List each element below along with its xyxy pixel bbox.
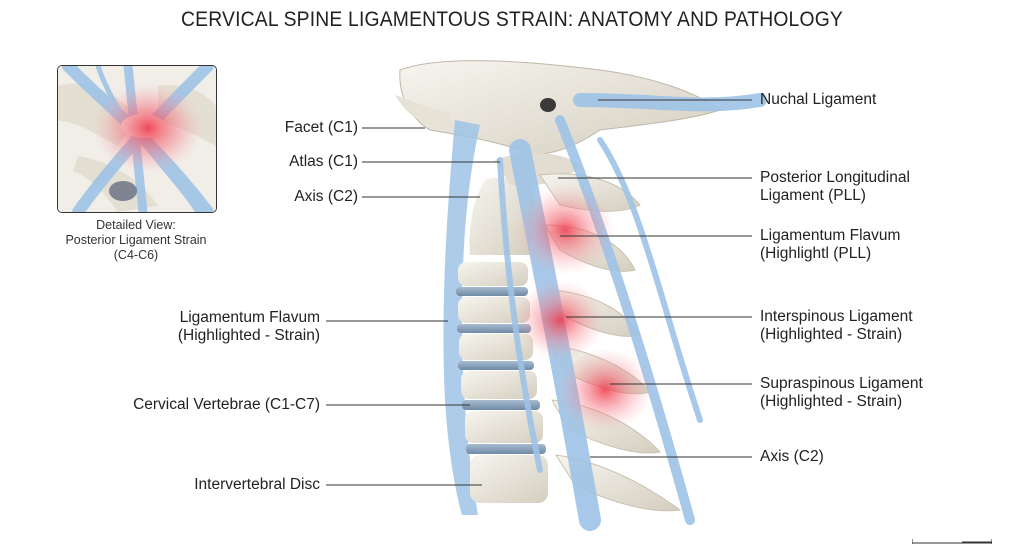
scale-bar — [912, 539, 992, 544]
label-intervertebral-disc: Intervertebral Disc — [194, 476, 320, 493]
strain-highlights — [515, 185, 653, 432]
label-axis-c2-right: Axis (C2) — [760, 448, 824, 465]
label-facet-c1: Facet (C1) — [284, 119, 358, 136]
page-title: CERVICAL SPINE LIGAMENTOUS STRAIN: ANATO… — [181, 8, 843, 31]
label-axis-c2-left: Axis (C2) — [294, 188, 358, 205]
label-nuchal-ligament: Nuchal Ligament — [760, 91, 877, 108]
label-cervical-vertebrae: Cervical Vertebrae (C1-C7) — [133, 396, 320, 413]
label-posterior-longitudinal-ligament: Posterior Longitudinal Ligament (PLL) — [760, 169, 910, 204]
inset-caption: Detailed View: Posterior Ligament Strain… — [65, 218, 207, 262]
skull-base — [395, 60, 722, 155]
label-atlas-c1: Atlas (C1) — [289, 153, 358, 170]
leader-lines-right — [558, 99, 752, 458]
label-interspinous-ligament: Interspinous Ligament (Highlighted - Str… — [760, 308, 913, 343]
leader-lines-left — [326, 127, 500, 486]
label-supraspinous-ligament: Supraspinous Ligament (Highlighted - Str… — [760, 375, 923, 410]
detail-inset — [57, 65, 217, 213]
label-ligamentum-flavum-right: Ligamentum Flavum (Highlightl (PLL) — [760, 227, 901, 262]
inset-illustration — [58, 66, 216, 212]
label-ligamentum-flavum-left: Ligamentum Flavum (Highlighted - Strain) — [177, 309, 320, 344]
